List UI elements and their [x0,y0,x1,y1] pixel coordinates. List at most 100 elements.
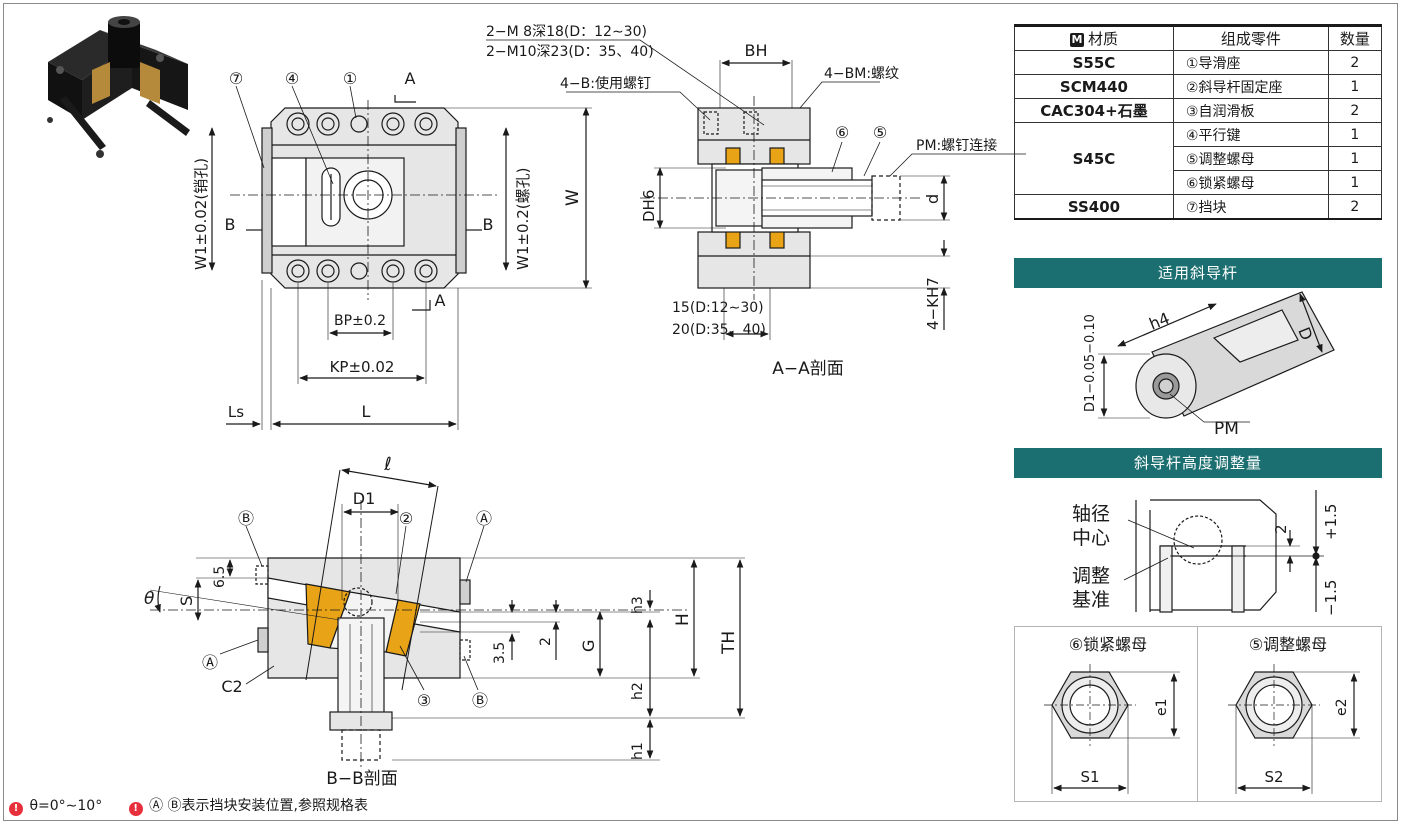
dim-e2: e2 [1334,698,1350,716]
nut-labels: ⑥锁紧螺母 ⑤调整螺母 e1 e2 S1 S2 [1069,635,1350,786]
footnote: ! θ=0°∼10° ! Ⓐ Ⓑ表示挡块安装位置,参照规格表 [9,795,368,816]
adjust-nut-drawing [1228,664,1360,794]
info-icon: ! [128,802,143,816]
header-part: 组成零件 [1172,24,1329,51]
dim-e1: e1 [1154,698,1170,716]
cell-qty: 1 [1327,170,1383,195]
dim-d: d [923,194,942,204]
cell-qty: 2 [1327,50,1383,75]
dim-s1: S1 [1080,768,1099,786]
dim-s: S [177,596,196,606]
dim-kp: KP±0.02 [330,358,395,376]
cell-part: ⑦挡块 [1172,194,1329,220]
section-bb-labels: ℓ D1 ② Ⓑ Ⓐ θ S 6.5 h3 H TH G 3.5 2 h2 h1… [144,454,739,789]
dim-minus-1-5: −1.5 [1322,580,1340,616]
note-m8-thread: 2−M 8深18(D：12∼30) [486,24,647,40]
dim-w: W [563,189,583,206]
cell-part: ⑤调整螺母 [1172,146,1329,171]
section-label-b-right: B [483,215,494,234]
header-qty: 数量 [1327,24,1383,51]
cell-part: ⑥锁紧螺母 [1172,170,1329,195]
dim-s2: S2 [1264,768,1283,786]
cell-part: ③自润滑板 [1172,98,1329,123]
dim-bh: BH [744,41,767,60]
balloon-6: ⑥ [835,123,849,142]
dim-h: H [673,613,693,626]
dim-d1-tolerance: D1−0.05−0.10 [1083,314,1098,412]
product-photo [47,16,190,158]
top-view-labels: ⑦ ④ ① A A B B W1±0.02(销孔) W1±0.2(螺孔) W B… [192,69,583,421]
label-axis-center-2: 中心 [1072,527,1110,549]
balloon-3: ③ [417,691,431,710]
height-adjust-labels: 轴径 中心 调整 基准 +1.5 −1.5 2 [1072,503,1340,616]
dim-3-5: 3.5 [492,642,508,664]
top-view [208,85,592,430]
section-bb [149,467,745,770]
angle-theta: θ [144,589,155,609]
dim-d1: D1 [353,489,376,508]
label-pm: PM [1214,419,1239,439]
dim-w1-pin: W1±0.02(销孔) [192,158,210,270]
section-label-a-top: A [405,69,416,88]
title-lock-nut: ⑥锁紧螺母 [1069,635,1147,654]
balloon-2: ② [399,509,413,528]
dim-15: 15(D:12∼30) [672,300,764,316]
cell-material: S55C [1014,50,1174,75]
lock-nut-drawing [1044,664,1180,794]
applicable-pin-drawing [1098,291,1335,423]
cell-material: CAC304+石墨 [1014,98,1174,123]
dim-kh7: 4−KH7 [924,277,942,330]
dim-g: G [579,640,598,652]
dim-2: 2 [538,637,554,646]
cell-material: SCM440 [1014,74,1174,99]
note-theta-range: θ=0°∼10° [29,798,103,814]
dim-ls: Ls [228,403,244,421]
cell-qty: 2 [1327,98,1383,123]
dim-l: L [362,402,371,421]
banner-applicable-pin: 适用斜导杆 [1014,258,1382,288]
cell-material: S45C [1014,122,1174,195]
table-row: SS400 ⑦挡块 2 [1014,194,1383,220]
balloon-7: ⑦ [229,69,243,88]
note-position: Ⓐ Ⓑ表示挡块安装位置,参照规格表 [149,798,369,814]
dim-6-5: 6.5 [212,566,228,588]
dim-bp: BP±0.2 [334,313,386,329]
label-axis-center-1: 轴径 [1072,503,1110,525]
mount-mark-b-top: Ⓑ [238,509,254,528]
cell-material: SS400 [1014,194,1174,220]
bolt-holes-bottom [286,259,438,283]
panel-lock-nut [1014,626,1198,802]
note-pm-screw: PM:螺钉连接 [916,137,997,154]
banner-height-adjust: 斜导杆高度调整量 [1014,448,1382,478]
table-row: ⑥锁紧螺母 1 [1015,170,1383,195]
cell-qty: 1 [1327,146,1383,171]
label-adjust-ref-2: 基准 [1072,589,1110,611]
dim-h3: h3 [630,596,646,614]
note-bm-thread: 4−BM:螺纹 [824,66,899,82]
table-row: S55C ①导滑座 2 [1014,50,1383,75]
dim-w1-screw: W1±0.2(螺孔) [514,167,532,270]
panel-adjust-nut [1197,626,1382,802]
section-label-a-bottom: A [435,291,446,310]
cell-part: ④平行键 [1172,122,1329,147]
dim-adjust-2: 2 [1272,524,1290,534]
dim-th: TH [719,631,739,655]
dim-h1: h1 [630,742,646,760]
section-aa [486,39,1026,340]
dim-c2: C2 [221,677,242,696]
mount-mark-b-bottom: Ⓑ [472,691,488,710]
table-row: ⑤调整螺母 1 [1015,146,1383,171]
cell-qty: 1 [1327,74,1383,99]
balloon-4: ④ [285,69,299,88]
cell-qty: 1 [1327,122,1383,147]
header-material-label: 材质 [1087,30,1118,48]
caption-section-aa: A−A剖面 [772,359,844,379]
mount-mark-a-bottom: Ⓐ [202,653,218,672]
table-row: CAC304+石墨 ③自润滑板 2 [1014,98,1383,123]
section-label-b-left: B [225,215,236,234]
title-adjust-nut: ⑤调整螺母 [1249,635,1327,654]
